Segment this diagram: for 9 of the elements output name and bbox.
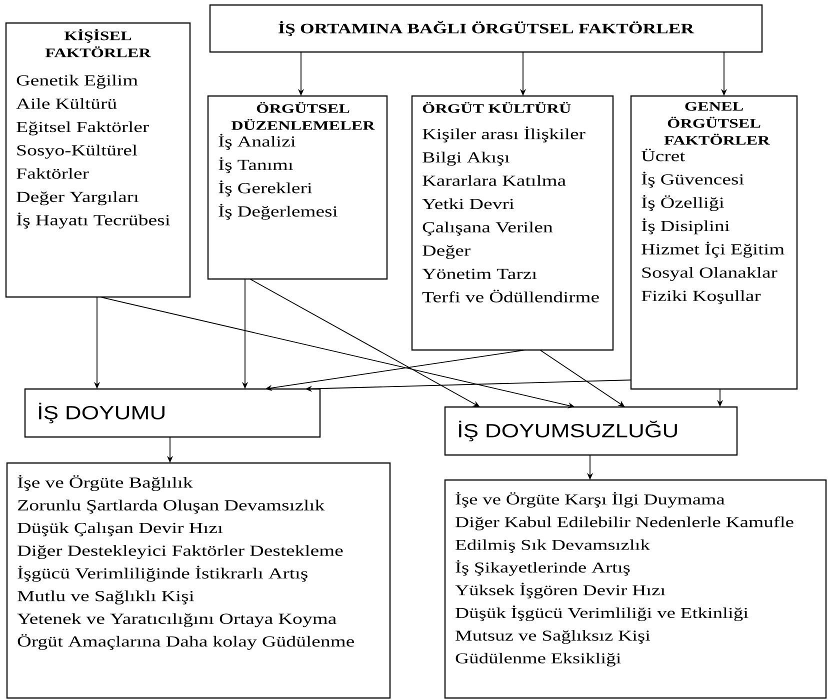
factor-box: GENEL ÖRGÜTSEL FAKTÖRLER Ücret İş Güvencesi İş Özelliği İş Disiplini Hizmet İçi Eğitim Sosyal Olanaklar Fiziki Koşullar — [630, 95, 798, 390]
list-box: İşe ve Örgüte Karşı İlgi Duymama Diğer Kabul Edilebilir Nedenlerle Kamufle Edilmiş Sık Devamsızlık İş Şikayetlerinde Artış Yüksek İşgören Devir Hızı Düşük İşgücü Verimliliği ve Etkinliği Mutsuz ve Sağlıksız Kişi Güdülenme Eksikliği — [444, 479, 827, 699]
outcome-box: İŞ DOYUMU — [24, 388, 321, 438]
factor-box: ÖRGÜT KÜLTÜRÜ Kişiler arası İlişkiler Bilgi Akışı Kararlara Katılma Yetki Devri Çalışana Verilen Değer Yönetim Tarzı Terfi ve Ödüllendirme — [411, 95, 614, 351]
factor-box: ÖRGÜTSEL DÜZENLEMELER İş Analizi İş Tanımı İş Gerekleri İş Değerlemesi — [207, 95, 388, 280]
list-box: İşe ve Örgüte Bağlılık Zorunlu Şartlarda Oluşan Devamsızlık Düşük Çalışan Devir Hızı Diğer Destekleyici Faktörler Destekleme İşgücü Verimliliğinde İstikrarlı Artış Mutlu ve Sağlıklı Kişi Yetenek ve Yaratıcılığını Ortaya Koyma Örgüt Amaçlarına Daha kolay Güdülenme — [6, 462, 391, 699]
factor-box: KİŞİSEL FAKTÖRLER Genetik Eğilim Aile Kültürü Eğitsel Faktörler Sosyo-Kültürel Faktörler Değer Yargıları İş Hayatı Tecrübesi — [5, 22, 191, 298]
outcome-box: İŞ DOYUMSUZLUĞU — [444, 406, 738, 456]
header-box: İŞ ORTAMINA BAĞLI ÖRGÜTSEL FAKTÖRLER — [209, 4, 763, 53]
